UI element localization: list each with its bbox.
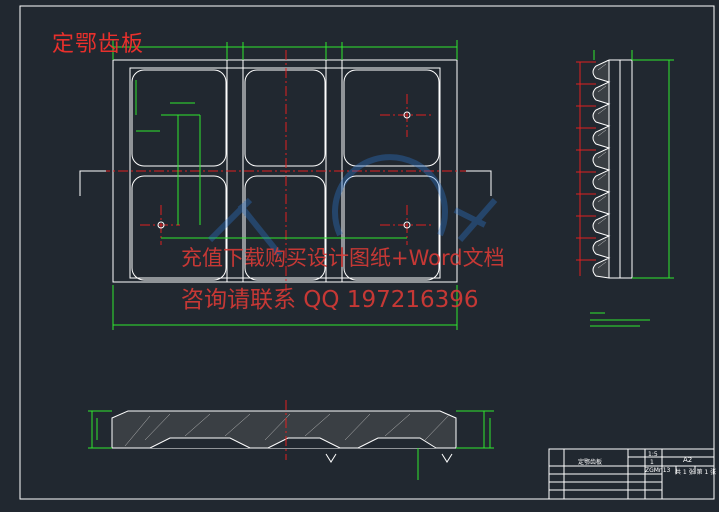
section-marks: [79, 170, 492, 196]
side-dimensions: [576, 61, 596, 276]
titleblock-sheet-size: A2: [683, 456, 693, 464]
watermark-line-1: 充值下载购买设计图纸+Word文档: [181, 246, 505, 270]
section-view: [111, 410, 457, 449]
watermark-line-2: 咨询请联系 QQ 197216396: [181, 287, 479, 313]
side-hatch: [597, 63, 607, 269]
tech-notes: [590, 312, 650, 327]
drawing-border: [19, 5, 715, 500]
front-dimensions: [112, 40, 458, 330]
side-view: [592, 59, 633, 279]
titleblock-scale: 1:5: [648, 451, 658, 458]
titleblock-qty: 1: [650, 459, 654, 466]
roughness-marks: [325, 453, 453, 463]
side-overall-dim: [593, 50, 674, 279]
watermark-logo: [207, 154, 498, 257]
titleblock-part-name: 定鄂齿板: [578, 459, 603, 466]
center-lines: [100, 50, 470, 292]
bolt-holes: [157, 111, 411, 229]
titleblock-sheet-no: 共 1 张 第 1 张: [675, 469, 717, 476]
titleblock-material: ZGMn13: [645, 467, 671, 474]
section-hatch: [124, 413, 451, 447]
title-block: [548, 448, 715, 500]
drawing-title: 定鄂齿板: [52, 32, 145, 57]
section-dimensions: [88, 410, 494, 480]
